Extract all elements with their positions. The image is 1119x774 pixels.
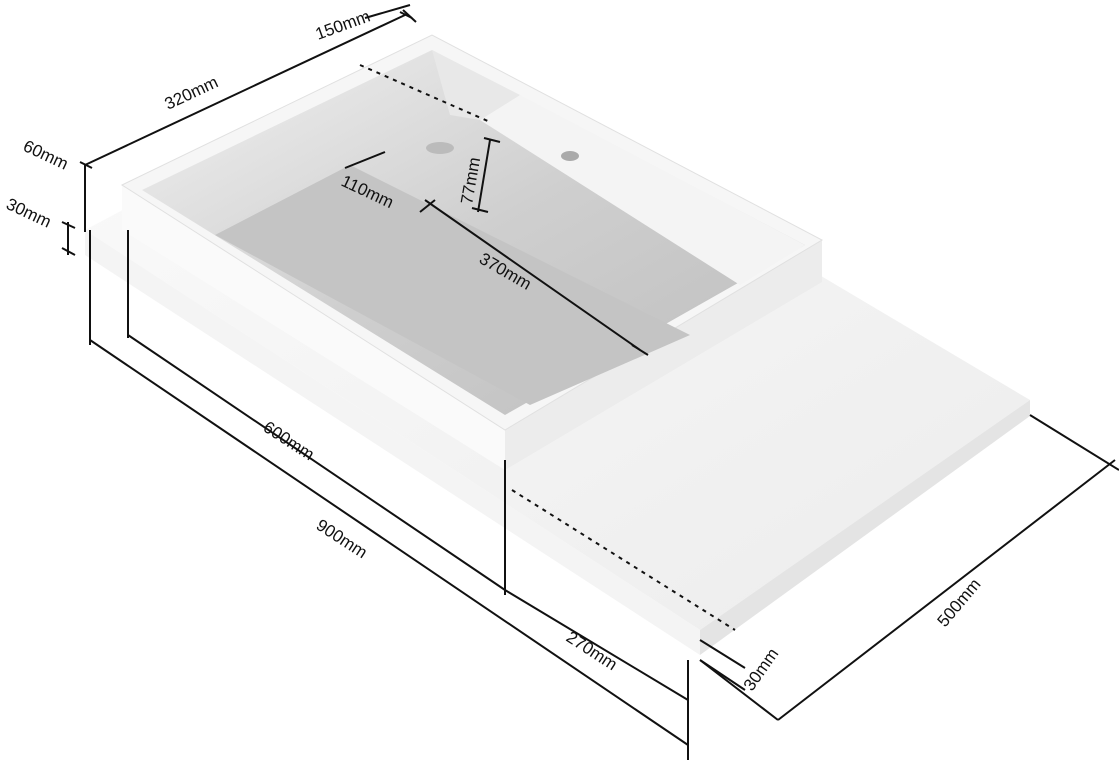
slab-front-face xyxy=(85,230,700,655)
basin-shelf-top xyxy=(480,95,805,285)
faucet-hole xyxy=(561,151,579,161)
label-30mm-right: 30mm xyxy=(740,645,783,695)
label-60mm: 60mm xyxy=(20,136,71,173)
drain-icon xyxy=(426,142,454,154)
label-30mm-left: 30mm xyxy=(3,194,54,231)
basin-shelf xyxy=(432,50,520,120)
basin-right-face xyxy=(505,240,822,470)
dimension-lines xyxy=(61,4,1119,760)
label-600mm: 600mm xyxy=(260,417,318,464)
label-900mm: 900mm xyxy=(313,515,371,562)
basin-front-face xyxy=(122,185,505,470)
slab-right-face xyxy=(700,400,1030,655)
label-500mm: 500mm xyxy=(934,575,985,631)
label-150mm: 150mm xyxy=(313,7,373,44)
label-320mm: 320mm xyxy=(162,72,221,113)
basin-floor xyxy=(215,165,690,405)
